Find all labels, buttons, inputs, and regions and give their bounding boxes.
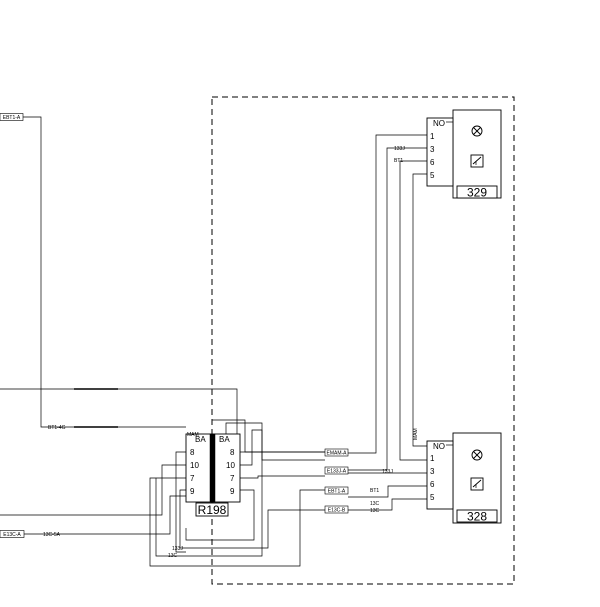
label-328: 328 <box>467 510 487 524</box>
tag-emam: EMAM-A <box>324 448 349 457</box>
wire-label: 133J <box>394 146 405 152</box>
svg-text:EMAM-A: EMAM-A <box>327 451 348 457</box>
wire-label: MAM <box>187 432 199 438</box>
tag-ebt1a-top-left: EBT1-A <box>0 113 24 121</box>
wire-label: 13C-5A <box>43 532 61 538</box>
svg-text:EBT1-A: EBT1-A <box>328 489 346 495</box>
r198-left-header: BA <box>195 435 206 444</box>
pin-no-329: NO <box>433 119 445 128</box>
wire-label: 133J <box>172 546 183 552</box>
wire-label: BT1-4G <box>48 425 66 431</box>
lamp-icon <box>471 449 483 461</box>
dashed-enclosure <box>211 96 515 585</box>
wire-label: 13C <box>370 508 380 514</box>
lamp-icon <box>471 125 483 137</box>
svg-text:EBT1-A: EBT1-A <box>3 115 21 121</box>
tag-ebt1a: EBT1-A <box>324 486 349 495</box>
r198-right-pin-8: 8 <box>230 448 235 457</box>
svg-text:E13C-A: E13C-A <box>3 532 21 538</box>
r198-right-pin-7: 7 <box>230 474 235 483</box>
label-329: 329 <box>467 186 487 200</box>
wire-label: BT1 <box>394 158 403 164</box>
pin-329-1: 1 <box>430 132 435 141</box>
pin-329-5: 5 <box>430 171 435 180</box>
r198-left-pin-9: 9 <box>190 487 195 496</box>
connector-r198: BA BA 8 10 7 9 8 10 7 9 R198 <box>185 433 241 517</box>
r198-right-pin-9: 9 <box>230 487 235 496</box>
pin-328-5: 5 <box>430 493 435 502</box>
r198-right-pin-10: 10 <box>226 461 235 470</box>
r198-left-pin-8: 8 <box>190 448 195 457</box>
wire-labels: 133J BT1 MAM BT1-4G MAM 133J BT1 13C 13C… <box>43 146 419 559</box>
pin-328-1: 1 <box>430 454 435 463</box>
r198-right-header: BA <box>219 435 230 444</box>
wire-label: MAM <box>413 428 419 440</box>
tag-e13c: E13C-B <box>324 505 349 514</box>
wire-label: BT1 <box>370 488 379 494</box>
pin-328-3: 3 <box>430 467 435 476</box>
pin-329-6: 6 <box>430 158 435 167</box>
component-328: NO 1 3 6 5 328 <box>426 432 502 524</box>
pin-no-328: NO <box>433 442 445 451</box>
switch-icon <box>470 477 484 491</box>
pin-329-3: 3 <box>430 145 435 154</box>
tag-e133j: E133J-A <box>324 466 349 475</box>
component-329: NO 1 3 6 5 329 <box>426 109 502 200</box>
switch-icon <box>470 154 484 168</box>
wire-label: 133J <box>382 469 393 475</box>
r198-left-pin-10: 10 <box>190 461 199 470</box>
svg-text:E13C-B: E13C-B <box>328 508 346 514</box>
svg-text:E133J-A: E133J-A <box>327 469 347 475</box>
r198-left-pin-7: 7 <box>190 474 195 483</box>
wires <box>0 116 427 567</box>
tag-e13c-left: E13C-A <box>0 530 25 538</box>
label-r198: R198 <box>198 503 227 517</box>
pin-328-6: 6 <box>430 480 435 489</box>
wire-label: 13C <box>168 553 178 559</box>
wire-label: 13C <box>370 501 380 507</box>
